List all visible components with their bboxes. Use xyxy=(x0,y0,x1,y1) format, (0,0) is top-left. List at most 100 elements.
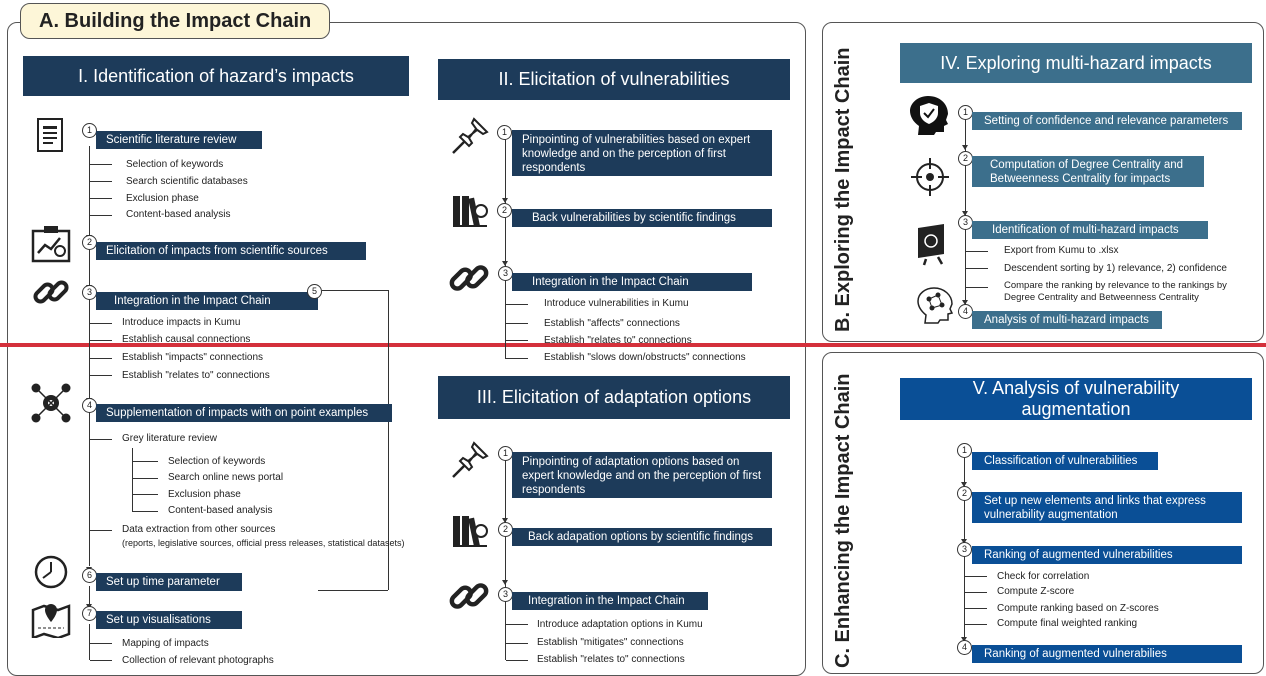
col5-arrow-2 xyxy=(961,482,967,487)
col2-step-3: Integration in the Impact Chain xyxy=(512,273,752,291)
col4-arrow-4 xyxy=(962,300,968,305)
col1-step-1: Scientific literature review xyxy=(96,131,262,149)
col1-step-2: Elicitation of impacts from scientific s… xyxy=(96,242,366,260)
header-augmentation: V. Analysis of vulnerability augmentatio… xyxy=(900,378,1252,420)
col1-s4-grey-1: Search online news portal xyxy=(168,472,284,483)
col2-s3-tick xyxy=(506,323,528,324)
col2-step-1-num: 1 xyxy=(497,125,512,140)
col1-step-7: Set up visualisations xyxy=(96,611,242,629)
col1-s4-sub-b: Data extraction from other sources xyxy=(122,524,276,535)
col2-s3-tick xyxy=(506,358,528,359)
col1-s3-tick xyxy=(90,358,112,359)
col4-s3-sub-0: Export from Kumu to .xlsx xyxy=(1004,245,1119,256)
col5-arrow-3 xyxy=(961,539,967,544)
col5-step-4: Ranking of augmented vulnerabilies xyxy=(972,645,1242,663)
col5-step-1-num: 1 xyxy=(957,443,972,458)
col1-s4-grey-3: Content-based analysis xyxy=(168,505,273,516)
col4-step-1: Setting of confidence and relevance para… xyxy=(972,112,1242,130)
col3-step-3: Integration in the Impact Chain xyxy=(512,592,708,610)
col2-s3-sub-1: Establish "affects" connections xyxy=(544,318,680,329)
col1-s1-sub-3: Content-based analysis xyxy=(126,209,231,220)
col1-loop-top xyxy=(322,290,388,291)
pushpin-icon xyxy=(452,441,489,478)
col1-s4-tick xyxy=(90,530,112,531)
col1-s7-sub-0: Mapping of impacts xyxy=(122,638,209,649)
col3-arrow-2 xyxy=(502,518,508,523)
col1-loop-num: 5 xyxy=(307,284,322,299)
col1-s7-tick xyxy=(90,660,112,661)
col3-s3-sub-0: Introduce adaptation options in Kumu xyxy=(537,619,703,630)
col3-step-2-num: 2 xyxy=(498,522,513,537)
document-icon xyxy=(37,118,63,152)
col3-s3-sub-2: Establish "relates to" connections xyxy=(537,654,685,665)
col1-s3-tick xyxy=(90,340,112,341)
col2-step-3-num: 3 xyxy=(498,266,513,281)
col1-s3-sub-1: Establish causal connections xyxy=(122,334,251,345)
header-multi-hazard: IV. Exploring multi-hazard impacts xyxy=(900,43,1252,83)
col1-step-6-num: 6 xyxy=(82,568,97,583)
col2-arrow-2 xyxy=(502,198,508,203)
col1-spine xyxy=(89,146,90,566)
col1-s4-grey-2: Exclusion phase xyxy=(168,489,241,500)
col5-step-1: Classification of vulnerabilities xyxy=(972,452,1158,470)
header-adaptation: III. Elicitation of adaptation options xyxy=(438,376,790,419)
col1-step-6: Set up time parameter xyxy=(96,573,242,591)
col2-arrow-3 xyxy=(502,261,508,266)
col3-step-2: Back adapation options by scientific fin… xyxy=(512,528,772,546)
books-icon xyxy=(453,196,488,227)
col1-spine-lower xyxy=(89,586,90,606)
col2-s3-sub-2: Establish "relates to" connections xyxy=(544,335,692,346)
chain-link-icon xyxy=(33,280,69,304)
col1-s4-sub-a: Grey literature review xyxy=(122,433,218,444)
col5-s3-tick xyxy=(965,624,987,625)
col2-spine xyxy=(505,139,506,359)
col5-step-4-num: 4 xyxy=(957,640,972,655)
head-shield-icon xyxy=(910,96,948,135)
analysis-board-icon xyxy=(31,226,71,263)
col4-s3-sub-3: Degree Centrality and Betweenness Centra… xyxy=(1004,292,1199,303)
col3-step-3-num: 3 xyxy=(498,587,513,602)
chain-link-icon xyxy=(449,265,489,291)
col1-s4-grey-tick xyxy=(132,494,158,495)
col4-step-3-num: 3 xyxy=(958,215,973,230)
col1-step-3-num: 3 xyxy=(82,285,97,300)
col3-step-1-num: 1 xyxy=(498,446,513,461)
col3-spine xyxy=(505,460,506,660)
col2-s3-tick xyxy=(506,340,528,341)
col1-s3-tick xyxy=(90,375,112,376)
section-a-title: A. Building the Impact Chain xyxy=(20,3,331,39)
brain-network-icon xyxy=(917,287,954,324)
col4-step-3: Identification of multi-hazard impacts xyxy=(972,221,1208,239)
col3-s3-sub-1: Establish "mitigates" connections xyxy=(537,637,684,648)
col4-step-4: Analysis of multi-hazard impacts xyxy=(972,311,1162,329)
col1-loop-right xyxy=(388,290,389,590)
chain-link-icon xyxy=(449,583,489,609)
col1-step-3: Integration in the Impact Chain xyxy=(96,292,318,310)
col1-s4-sub-b2: (reports, legislative sources, official … xyxy=(122,538,405,548)
col5-step-2-num: 2 xyxy=(957,486,972,501)
col5-s3-tick xyxy=(965,608,987,609)
col1-spine-end xyxy=(89,624,90,660)
col1-s4-grey-tick xyxy=(132,461,158,462)
col1-s7-tick xyxy=(90,643,112,644)
col5-s3-tick xyxy=(965,576,987,577)
col2-s3-tick xyxy=(506,304,528,305)
map-icon xyxy=(31,604,71,638)
col1-step-7-num: 7 xyxy=(82,606,97,621)
col4-step-2-num: 2 xyxy=(958,151,973,166)
col4-s3-sub-2: Compare the ranking by relevance to the … xyxy=(1004,280,1227,291)
col5-s3-tick xyxy=(965,592,987,593)
col1-s4-grey-0: Selection of keywords xyxy=(168,456,266,467)
col4-arrow-3 xyxy=(962,211,968,216)
col3-s3-tick xyxy=(506,643,528,644)
col5-s3-sub-2: Compute ranking based on Z-scores xyxy=(997,603,1159,614)
col2-step-1: Pinpointing of vulnerabilities based on … xyxy=(512,130,772,176)
col1-step-1-num: 1 xyxy=(82,123,97,138)
col1-s7-sub-1: Collection of relevant photographs xyxy=(122,655,274,666)
col4-s3-tick xyxy=(966,268,988,269)
col1-s4-tick xyxy=(90,439,112,440)
col3-s3-tick xyxy=(506,624,528,625)
col3-step-1: Pinpointing of adaptation options based … xyxy=(512,452,772,498)
col1-step-4-num: 4 xyxy=(82,398,97,413)
col1-s4-grey-spine xyxy=(132,448,133,511)
